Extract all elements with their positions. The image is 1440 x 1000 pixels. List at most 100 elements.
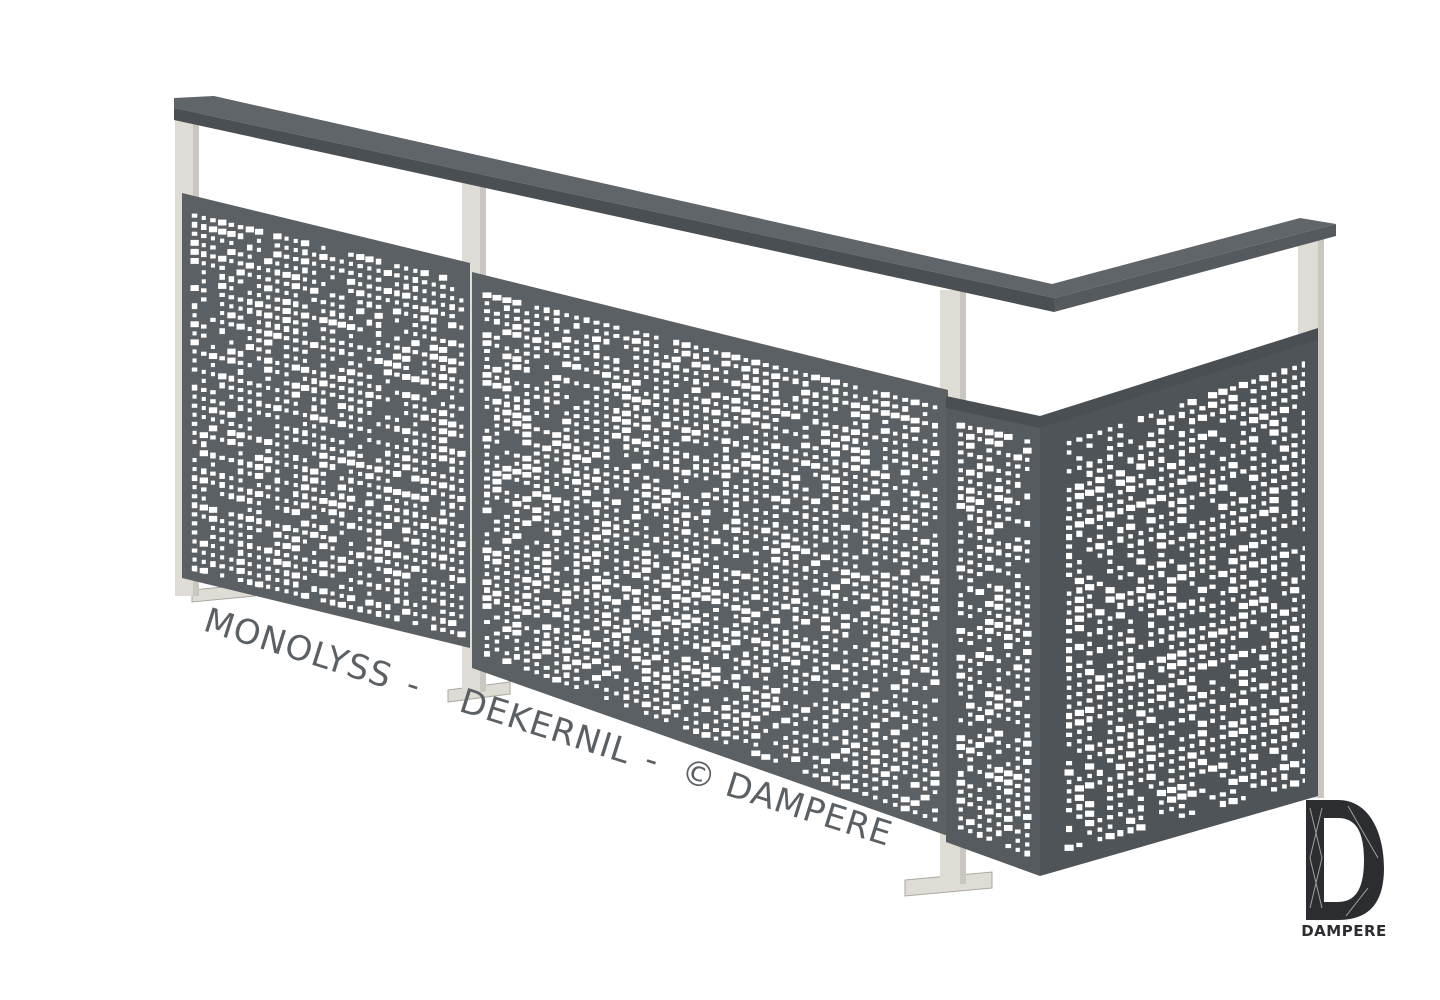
- perforation-hole: [803, 752, 808, 756]
- perforation-hole: [821, 554, 830, 561]
- perforation-hole: [1291, 509, 1298, 516]
- perforation-hole: [504, 362, 510, 367]
- perforation-hole: [604, 646, 609, 651]
- perforation-hole: [494, 455, 500, 460]
- perforation-hole: [457, 577, 466, 584]
- perforation-hole: [902, 425, 908, 430]
- perforation-hole: [366, 319, 373, 326]
- perforation-hole: [922, 704, 928, 709]
- perforation-hole: [1260, 665, 1267, 670]
- perforation-hole: [512, 332, 522, 338]
- perforation-hole: [256, 265, 261, 270]
- perforation-hole: [850, 402, 860, 409]
- perforation-hole: [1218, 388, 1228, 395]
- perforation-hole: [275, 424, 280, 429]
- perforation-hole: [1137, 701, 1144, 707]
- perforation-hole: [220, 546, 225, 551]
- perforation-hole: [484, 555, 490, 561]
- perforation-hole: [1230, 386, 1237, 391]
- perforation-hole: [1210, 450, 1215, 455]
- perforation-hole: [822, 607, 829, 614]
- perforation-hole: [403, 302, 409, 307]
- perforation-hole: [431, 580, 437, 585]
- perforation-hole: [1189, 782, 1195, 787]
- perforation-hole: [247, 326, 252, 331]
- perforation-hole: [873, 579, 878, 584]
- perforation-hole: [346, 522, 356, 529]
- perforation-hole: [264, 547, 273, 554]
- perforation-hole: [319, 525, 328, 531]
- perforation-hole: [742, 600, 749, 605]
- perforation-hole: [431, 562, 436, 567]
- perforation-hole: [346, 369, 356, 376]
- perforation-hole: [967, 684, 974, 691]
- perforation-hole: [654, 588, 659, 593]
- perforation-hole: [339, 476, 344, 481]
- perforation-hole: [813, 508, 818, 513]
- perforation-hole: [192, 539, 197, 544]
- perforation-hole: [742, 436, 749, 440]
- perforation-hole: [554, 645, 559, 649]
- perforation-hole: [1107, 815, 1114, 820]
- perforation-hole: [987, 719, 992, 724]
- perforation-hole: [450, 413, 455, 418]
- perforation-hole: [604, 513, 609, 518]
- perforation-hole: [563, 517, 570, 522]
- perforation-hole: [994, 603, 1004, 610]
- perforation-hole: [339, 259, 344, 264]
- perforation-hole: [219, 537, 225, 542]
- perforation-hole: [996, 795, 1001, 800]
- perforation-hole: [1209, 584, 1216, 589]
- perforation-hole: [932, 735, 938, 740]
- perforation-hole: [266, 295, 271, 300]
- perforation-hole: [1005, 516, 1012, 521]
- perforation-hole: [823, 599, 828, 604]
- perforation-hole: [604, 663, 609, 667]
- perforation-hole: [431, 291, 436, 296]
- perforation-hole: [256, 284, 261, 289]
- perforation-hole: [741, 573, 751, 580]
- perforation-hole: [573, 414, 580, 419]
- perforation-hole: [1127, 827, 1134, 834]
- perforation-hole: [1210, 747, 1215, 752]
- perforation-hole: [191, 502, 198, 509]
- perforation-hole: [1066, 722, 1073, 729]
- perforation-hole: [1159, 591, 1164, 596]
- perforation-hole: [1302, 662, 1305, 667]
- perforation-hole: [751, 637, 761, 644]
- perforation-hole: [449, 612, 455, 617]
- perforation-hole: [996, 668, 1001, 673]
- perforation-hole: [431, 598, 437, 603]
- perforation-hole: [1005, 553, 1012, 558]
- perforation-hole: [852, 555, 859, 560]
- perforation-hole: [1228, 778, 1238, 785]
- perforation-hole: [930, 450, 940, 456]
- perforation-hole: [1292, 646, 1297, 651]
- perforation-hole: [504, 595, 510, 599]
- perforation-hole: [893, 748, 898, 753]
- perforation-hole: [968, 658, 973, 663]
- perforation-hole: [210, 525, 215, 530]
- perforation-hole: [366, 284, 373, 289]
- perforation-hole: [523, 650, 530, 655]
- perforation-hole: [833, 433, 838, 438]
- perforation-hole: [831, 477, 840, 484]
- perforation-hole: [1024, 795, 1031, 802]
- perforation-hole: [1187, 399, 1197, 406]
- perforation-hole: [522, 415, 532, 422]
- perforation-hole: [293, 293, 298, 298]
- perforation-hole: [237, 549, 244, 556]
- perforation-hole: [1178, 804, 1185, 809]
- perforation-hole: [957, 825, 964, 830]
- perforation-hole: [893, 558, 898, 563]
- perforation-hole: [1219, 753, 1226, 759]
- perforation-hole: [1168, 634, 1175, 641]
- perforation-hole: [1179, 613, 1185, 618]
- perforation-hole: [1077, 739, 1082, 744]
- perforation-hole: [1096, 514, 1103, 521]
- perforation-hole: [1005, 844, 1012, 849]
- perforation-hole: [199, 477, 208, 484]
- perforation-hole: [842, 426, 849, 433]
- perforation-hole: [553, 400, 560, 405]
